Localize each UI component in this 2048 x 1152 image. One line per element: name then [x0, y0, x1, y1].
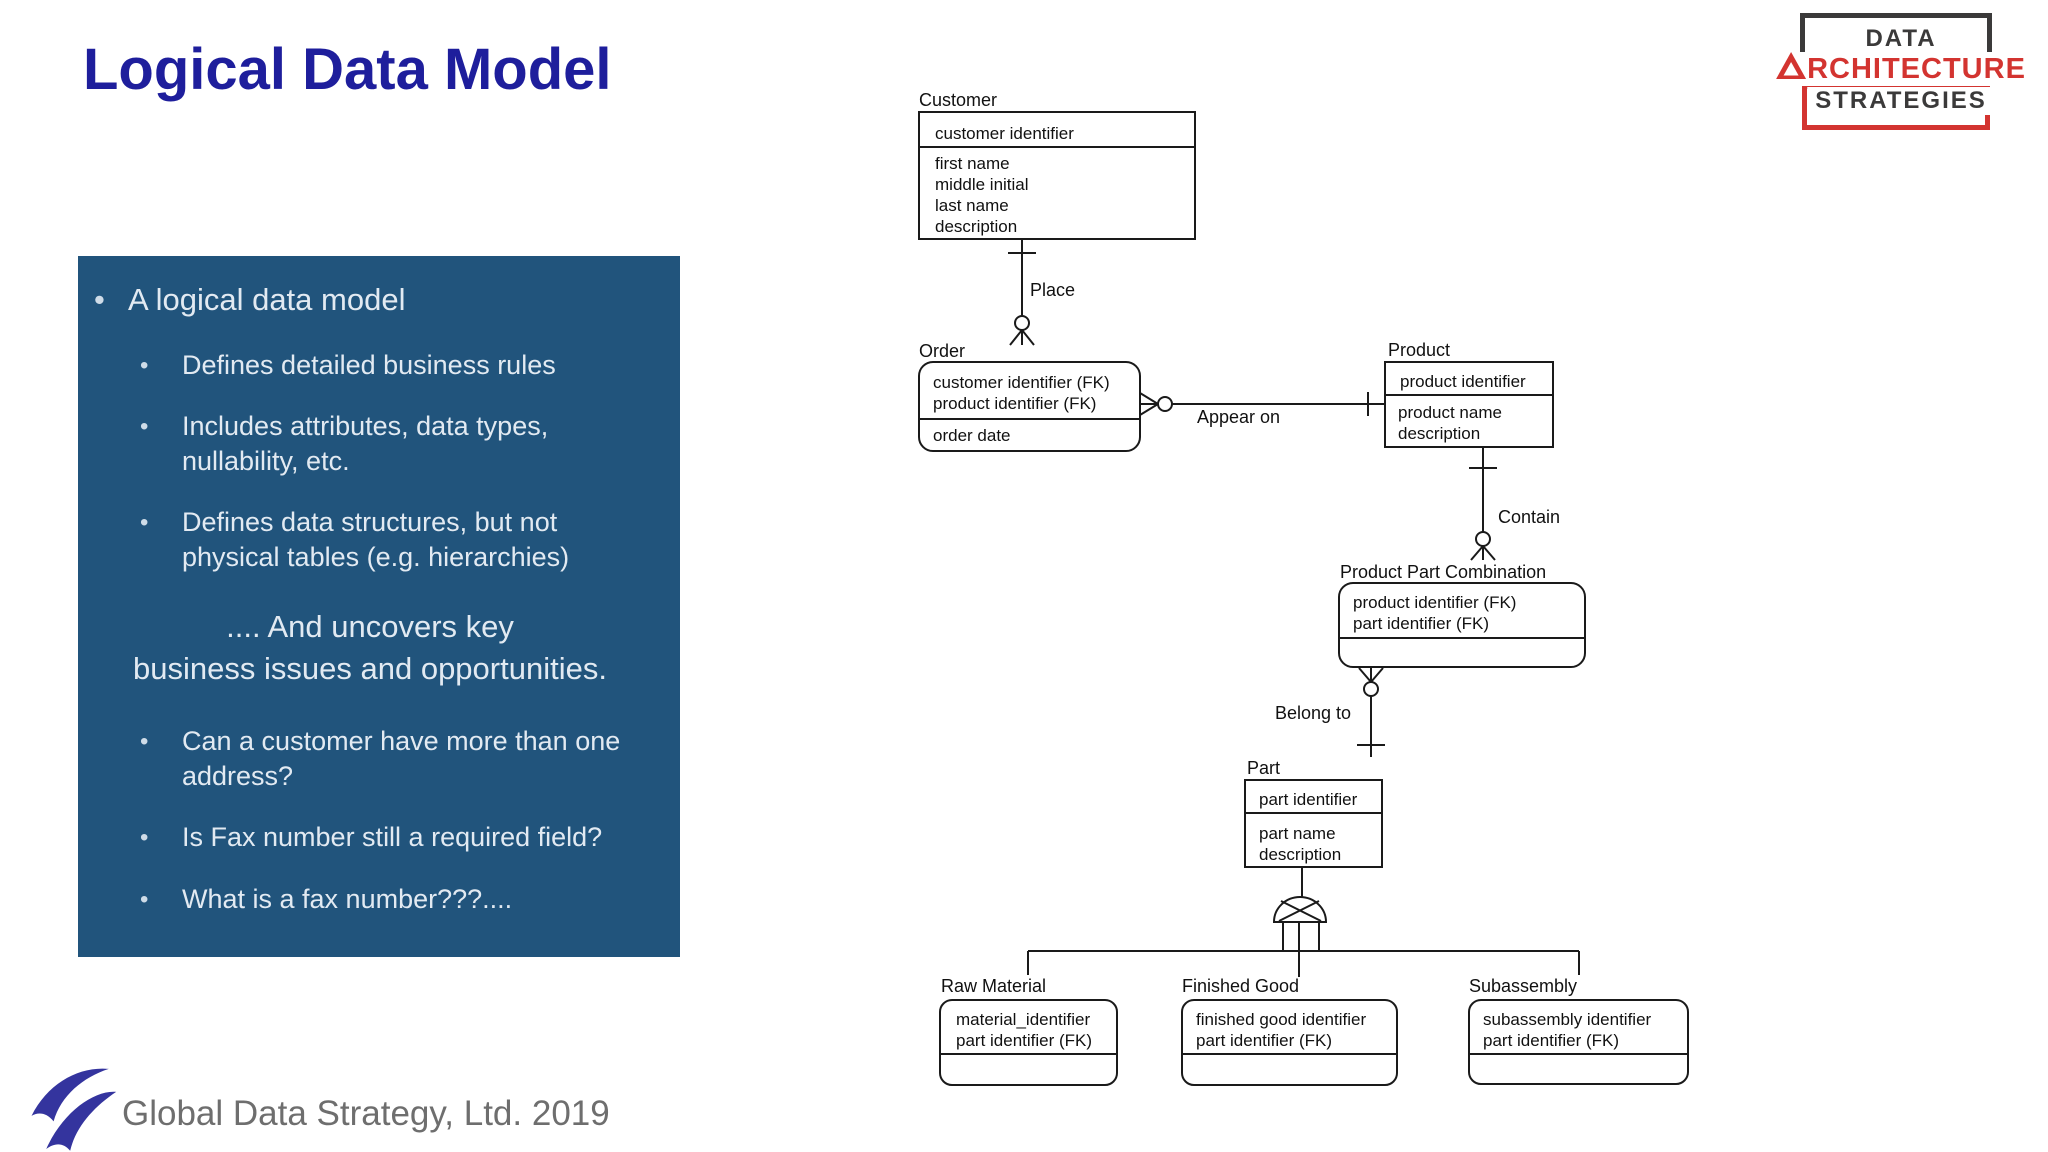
bullet-text: Defines data structures, but not physica… — [182, 507, 570, 572]
zero-cardinality-icon — [1475, 531, 1491, 547]
attribute: first name — [935, 154, 1010, 173]
bullet-item: Can a customer have more than one addres… — [78, 724, 662, 793]
entity-box — [1244, 779, 1383, 868]
bullet-item: Defines detailed business rules — [78, 348, 662, 383]
key-attribute: product identifier (FK) — [933, 394, 1096, 413]
bullet-text: Can a customer have more than one addres… — [182, 726, 621, 791]
entity-product: Product product identifier product name … — [1384, 340, 1554, 448]
bullet-panel: A logical data model Defines detailed bu… — [78, 256, 680, 957]
entity-label: Customer — [919, 90, 997, 110]
key-attribute: part identifier (FK) — [956, 1031, 1092, 1050]
bullet-item: Is Fax number still a required field? — [78, 820, 662, 855]
entity-finished-good: Finished Good finished good identifier p… — [1181, 976, 1398, 1086]
attribute: product name — [1398, 403, 1502, 422]
entity-label: Product — [1388, 340, 1450, 360]
attribute: middle initial — [935, 175, 1029, 194]
brand-dark-frame — [1800, 13, 1992, 77]
attribute: last name — [935, 196, 1009, 215]
crow-foot-icon — [1470, 545, 1496, 561]
relationship-label: Appear on — [1197, 407, 1280, 427]
key-attribute: part identifier (FK) — [1353, 614, 1489, 633]
entity-box — [1338, 582, 1586, 668]
entity-label: Subassembly — [1469, 976, 1577, 996]
entity-label: Product Part Combination — [1340, 562, 1546, 582]
relationship-contain: Contain — [1469, 447, 1560, 561]
entity-part: Part part identifier part name descripti… — [1244, 758, 1383, 868]
bullet-text: Includes attributes, data types, nullabi… — [182, 411, 549, 476]
entity-product-part-combination: Product Part Combination product identif… — [1338, 562, 1586, 668]
entity-label: Part — [1247, 758, 1280, 778]
bullet-item: Defines data structures, but not physica… — [78, 505, 662, 574]
bullet-text: What is a fax number???.... — [182, 883, 513, 914]
bullet-item: A logical data model — [78, 280, 662, 320]
key-attribute: part identifier — [1259, 790, 1358, 809]
bullet-item: Includes attributes, data types, nullabi… — [78, 409, 662, 478]
zero-cardinality-icon — [1363, 681, 1379, 697]
bullet-text: Defines detailed business rules — [182, 349, 556, 380]
bullet-text: A logical data model — [128, 282, 406, 317]
callout-text: .... And uncovers key business issues an… — [78, 606, 662, 690]
brand-word-strategies: STRATEGIES — [1807, 87, 1995, 115]
relationship-appear-on: Appear on — [1139, 392, 1385, 427]
callout-line: .... And uncovers key — [226, 609, 514, 645]
key-attribute: subassembly identifier — [1483, 1010, 1652, 1029]
subtype-x-icon — [1278, 900, 1322, 922]
key-attribute: customer identifier (FK) — [933, 373, 1110, 392]
zero-cardinality-icon — [1157, 396, 1173, 412]
page-title: Logical Data Model — [83, 37, 612, 102]
relationship-label: Contain — [1498, 507, 1560, 527]
relationship-belong-to: Belong to — [1275, 667, 1385, 757]
bullet-item: What is a fax number???.... — [78, 882, 662, 917]
key-attribute: part identifier (FK) — [1196, 1031, 1332, 1050]
crow-foot-icon — [1358, 667, 1384, 683]
entity-customer: Customer customer identifier first name … — [918, 90, 1196, 240]
entity-raw-material: Raw Material material_identifier part id… — [939, 976, 1118, 1086]
brand-word-architecture: A RCHITECTURE — [1774, 52, 2028, 86]
stylized-a-icon — [1776, 52, 1807, 86]
brand-word-data: DATA — [1865, 25, 1937, 52]
entity-label: Order — [919, 341, 965, 361]
brand-logo: DATA A RCHITECTURE STRATEGIES — [1758, 8, 2044, 136]
entity-box — [918, 361, 1141, 452]
attribute: order date — [933, 426, 1011, 445]
zero-cardinality-icon — [1014, 315, 1030, 331]
entity-box — [1384, 361, 1554, 448]
key-attribute: product identifier — [1400, 372, 1526, 391]
entity-subassembly: Subassembly subassembly identifier part … — [1468, 976, 1689, 1085]
relationship-label: Belong to — [1275, 703, 1351, 723]
key-attribute: part identifier (FK) — [1483, 1031, 1619, 1050]
attribute: description — [1398, 424, 1480, 443]
entity-label: Finished Good — [1182, 976, 1299, 996]
relationship-place: Place — [1008, 239, 1075, 346]
key-attribute: product identifier (FK) — [1353, 593, 1516, 612]
entity-box — [1181, 999, 1398, 1086]
attribute: description — [935, 217, 1017, 236]
key-attribute: material_identifier — [956, 1010, 1091, 1029]
callout-line: business issues and opportunities. — [133, 651, 607, 687]
key-attribute: finished good identifier — [1196, 1010, 1366, 1029]
relationship-label: Place — [1030, 280, 1075, 300]
entity-box — [918, 111, 1196, 240]
crow-foot-icon — [1009, 329, 1035, 346]
company-swoosh-icon — [26, 1064, 118, 1152]
bullet-text: Is Fax number still a required field? — [182, 822, 603, 853]
entity-label: Raw Material — [941, 976, 1046, 996]
footer-copyright: Global Data Strategy, Ltd. 2019 — [122, 1094, 610, 1133]
entity-box — [939, 999, 1118, 1086]
attribute: description — [1259, 845, 1341, 864]
crow-foot-icon — [1139, 392, 1159, 416]
entity-order: Order customer identifier (FK) product i… — [918, 341, 1141, 452]
key-attribute: customer identifier — [935, 124, 1074, 143]
subtype-connector — [1027, 867, 1580, 977]
brand-word-architecture-rest: RCHITECTURE — [1807, 53, 2026, 85]
attribute: part name — [1259, 824, 1336, 843]
entity-box — [1468, 999, 1689, 1085]
